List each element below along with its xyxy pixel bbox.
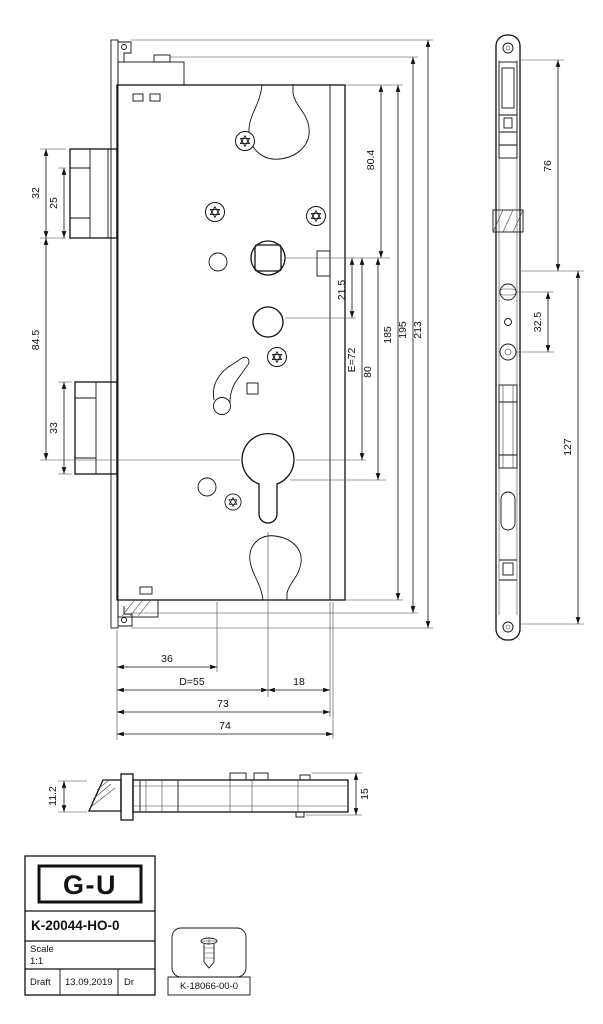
top-boss-1 — [229, 772, 247, 781]
top-bracket-step — [153, 54, 171, 63]
bottom-bracket-hatch — [121, 600, 151, 617]
torx-screw — [235, 131, 255, 151]
torx-screw — [306, 206, 326, 226]
latch-assembly-edge — [498, 61, 518, 159]
title-block: G-U K-20044-HO-0 Scale 1:1 Draft 13.09.2… — [24, 855, 156, 996]
bottom-rivet — [121, 617, 127, 623]
top-bracket — [117, 61, 185, 86]
accessory-symbol: K-18066-00-0 — [167, 927, 251, 996]
bottom-view-dimensions: 11.2 15 — [47, 772, 371, 816]
torx-screw — [267, 347, 287, 367]
dim-label-127: 127 — [562, 438, 574, 456]
top-boss-3 — [299, 774, 311, 781]
deadbolt — [74, 381, 118, 475]
latch-bolt — [69, 148, 118, 239]
top-rivet — [121, 44, 127, 50]
case-bottom-outline — [132, 779, 349, 813]
deadbolt-edge — [498, 384, 518, 469]
faceplate-screw-top — [502, 42, 514, 54]
latch-bevel — [91, 779, 104, 805]
dim-label-d55: D=55 — [179, 676, 205, 688]
faceplate-edge — [110, 39, 119, 629]
dim-label-e72: E=72 — [346, 347, 358, 372]
bottom-slot — [139, 586, 153, 595]
front-view-dimensions: 32 25 84.5 33 80.4 21.5 E=72 80 185 195 … — [30, 39, 433, 740]
dim-label-76: 76 — [542, 160, 554, 172]
top-slot-2 — [149, 93, 161, 102]
gu-logo-box — [37, 864, 143, 904]
dim-label-18: 18 — [293, 676, 305, 688]
dim-label-73: 73 — [217, 698, 229, 710]
dim-label-195: 195 — [397, 321, 409, 339]
accessory-part-number: K-18066-00-0 — [180, 981, 238, 992]
faceplate-screw-top-center — [505, 45, 511, 51]
small-hole — [504, 318, 512, 326]
spindle-square-hole — [254, 244, 282, 272]
top-slot-1 — [132, 93, 144, 102]
lever-pivot — [213, 397, 231, 415]
faceplate-front — [495, 34, 521, 641]
top-boss-2 — [253, 772, 269, 781]
cam-hole-2-center — [504, 348, 512, 356]
bottom-tab — [295, 811, 305, 818]
screw-icon — [200, 937, 218, 969]
side-view-dimensions: 76 32.5 127 — [516, 59, 584, 625]
latch-spring-contour — [248, 84, 310, 160]
latch-hatch — [91, 779, 116, 807]
mounting-hole-1 — [208, 252, 228, 272]
accessory-box — [171, 927, 247, 978]
dim-label-84-5: 84.5 — [30, 330, 42, 351]
faceplate-screw-bottom — [502, 621, 514, 633]
front-view — [69, 39, 346, 629]
side-tab — [316, 250, 331, 277]
dim-label-32-5: 32.5 — [532, 312, 544, 333]
date-value: 13.09.2019 — [65, 977, 113, 988]
dim-label-33: 33 — [48, 422, 60, 434]
lever-arm — [212, 356, 250, 404]
edge-detail — [502, 562, 514, 576]
dim-label-213: 213 — [412, 321, 424, 339]
dim-label-15: 15 — [359, 788, 371, 800]
lower-contour — [249, 535, 302, 601]
lock-case-outline — [116, 84, 346, 601]
dim-label-80: 80 — [362, 366, 374, 378]
dim-label-32: 32 — [30, 187, 42, 199]
round-hole — [252, 306, 284, 338]
torx-screw — [205, 202, 225, 222]
cam-hole-2 — [499, 343, 517, 361]
dim-label-36: 36 — [161, 653, 173, 665]
dim-label-21-5: 21.5 — [336, 280, 348, 301]
dim-label-74: 74 — [219, 720, 231, 732]
euro-cylinder-hole — [241, 433, 295, 524]
hatched-block — [492, 209, 524, 233]
scale-label: Scale — [30, 944, 54, 955]
bottom-view — [87, 772, 349, 821]
faceplate-section — [120, 773, 134, 821]
faceplate-bottom-tab — [118, 606, 133, 627]
dim-label-11-2: 11.2 — [47, 786, 59, 806]
accessory-label-box — [167, 976, 251, 996]
faceplate-screw-bottom-center — [505, 624, 511, 630]
scale-value: 1:1 — [30, 956, 43, 967]
dim-label-25: 25 — [48, 197, 60, 209]
dim-label-80-4: 80.4 — [365, 150, 377, 171]
oblong-slot — [500, 491, 516, 531]
title-block-border — [24, 855, 156, 996]
side-view — [492, 34, 524, 641]
cam-hole-1 — [499, 283, 517, 301]
cam-slot — [499, 288, 517, 296]
gu-logo: G-U — [63, 870, 117, 900]
part-number: K-20044-HO-0 — [31, 918, 120, 933]
faceplate-top-tab — [118, 41, 132, 62]
torx-screw — [224, 493, 242, 511]
dim-label-185: 185 — [382, 326, 394, 344]
mounting-hole-2 — [197, 477, 217, 497]
follower-circle — [250, 240, 286, 276]
author-initials: Dr — [124, 977, 134, 988]
stage-label: Draft — [30, 977, 51, 988]
small-square-part — [246, 382, 259, 395]
